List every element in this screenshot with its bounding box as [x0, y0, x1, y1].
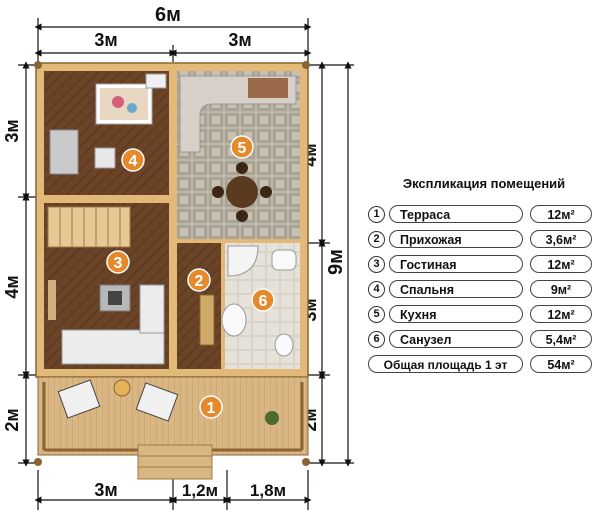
fireplace: [108, 291, 122, 305]
legend-row: 6 Санузел 5,4м²: [368, 330, 596, 350]
dim-left-middle: 4м: [2, 275, 22, 298]
legend-num: 2: [368, 231, 385, 248]
terrace-chair: [57, 379, 101, 419]
bed-pattern: [127, 103, 137, 113]
sink: [271, 249, 297, 271]
dining-chair: [236, 162, 248, 174]
dining-chair: [236, 210, 248, 222]
dimension-lines: [18, 18, 354, 510]
dim-top-left: 3м: [94, 30, 117, 50]
tv-stand: [48, 280, 56, 320]
legend-num: 1: [368, 206, 385, 223]
marker-3: 3: [106, 250, 130, 274]
legend-room-name: Гостиная: [389, 255, 523, 273]
bed-pattern: [112, 96, 124, 108]
dim-right-total: 9м: [325, 249, 347, 275]
terrace-steps: [137, 444, 213, 480]
floor-plan: 6м 3м 3м 3м 4м 2м 4м 3м 2м 9м 3м 1,2м 1,…: [2, 4, 354, 510]
legend-total-label: Общая площадь 1 эт: [368, 355, 523, 373]
legend-title: Экспликация помещений: [402, 176, 566, 191]
sofa-corner: [139, 284, 165, 334]
legend-total-area: 54м²: [530, 355, 592, 373]
legend-row: 3 Гостиная 12м²: [368, 255, 596, 275]
dim-left-lower: 2м: [2, 408, 22, 431]
nightstand: [145, 73, 167, 89]
svg-text:4: 4: [129, 153, 138, 170]
terrace-table: [113, 379, 131, 397]
legend-num: 6: [368, 331, 385, 348]
legend-room-name: Прихожая: [389, 230, 523, 248]
toilet: [274, 333, 294, 357]
dim-bottom-left: 3м: [94, 480, 117, 500]
legend-row: 4 Спальня 9м²: [368, 280, 596, 300]
legend-room-area: 12м²: [530, 255, 592, 273]
legend-room-name: Терраса: [389, 205, 523, 223]
bed-blanket: [100, 88, 148, 120]
terrace-plant: [265, 411, 279, 425]
dim-bottom-middle: 1,2м: [182, 481, 218, 500]
legend-row: 5 Кухня 12м²: [368, 305, 596, 325]
dim-left-upper: 3м: [2, 119, 22, 142]
hallway-bench: [199, 294, 215, 346]
dim-top-right: 3м: [228, 30, 251, 50]
terrace-chair: [135, 382, 179, 422]
svg-text:3: 3: [114, 255, 123, 272]
legend-total-row: Общая площадь 1 эт 54м²: [368, 355, 596, 375]
kitchen-cabinet: [248, 78, 288, 98]
dining-chair: [260, 186, 272, 198]
legend-room-name: Санузел: [389, 330, 523, 348]
svg-text:5: 5: [238, 140, 247, 157]
building: [34, 61, 310, 480]
legend-room-area: 9м²: [530, 280, 592, 298]
legend-room-name: Кухня: [389, 305, 523, 323]
dining-table: [226, 176, 258, 208]
sofa: [61, 329, 165, 365]
shower: [227, 245, 259, 277]
legend-num: 3: [368, 256, 385, 273]
legend-row: 1 Терраса 12м²: [368, 205, 596, 225]
room-markers: 1 2 3 4 5 6: [106, 135, 275, 419]
legend-room-area: 12м²: [530, 205, 592, 223]
marker-4: 4: [121, 148, 145, 172]
room-legend: Экспликация помещений 1 Терраса 12м² 2 П…: [368, 176, 596, 380]
legend-room-area: 3,6м²: [530, 230, 592, 248]
legend-num: 5: [368, 306, 385, 323]
corner-posts: [34, 61, 310, 466]
svg-text:6: 6: [259, 293, 268, 310]
svg-text:1: 1: [207, 400, 216, 417]
dining-chair: [212, 186, 224, 198]
legend-room-name: Спальня: [389, 280, 523, 298]
legend-room-area: 5,4м²: [530, 330, 592, 348]
desk: [49, 129, 79, 175]
stairs: [47, 206, 131, 248]
bathtub: [221, 303, 247, 337]
legend-row: 2 Прихожая 3,6м²: [368, 230, 596, 250]
legend-num: 4: [368, 281, 385, 298]
marker-6: 6: [251, 288, 275, 312]
marker-2: 2: [187, 268, 211, 292]
marker-5: 5: [230, 135, 254, 159]
dim-bottom-right: 1,8м: [250, 481, 286, 500]
armchair: [94, 147, 116, 169]
marker-1: 1: [199, 395, 223, 419]
legend-room-area: 12м²: [530, 305, 592, 323]
svg-text:2: 2: [195, 273, 204, 290]
dim-top-total: 6м: [155, 4, 181, 26]
